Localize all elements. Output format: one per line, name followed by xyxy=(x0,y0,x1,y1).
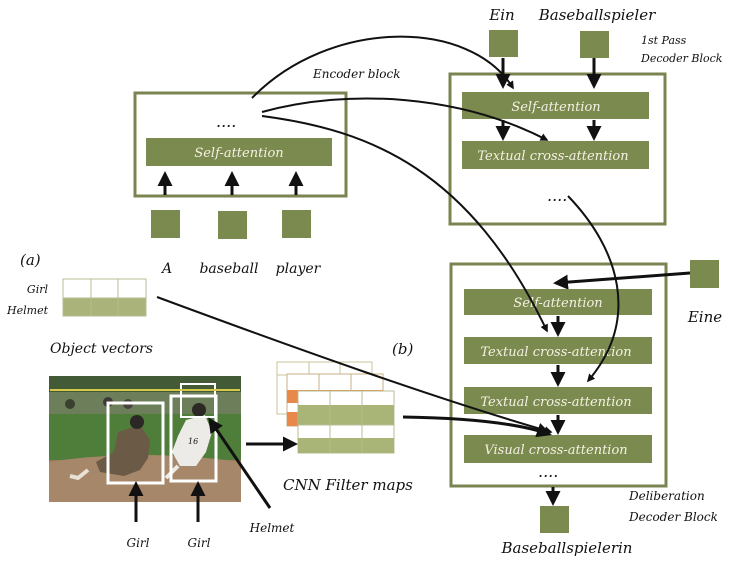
input-baseballspieler-label: Baseballspieler xyxy=(538,6,656,24)
input-eine-label: Eine xyxy=(687,308,722,326)
encoder-to-deliberation-tca-curve xyxy=(261,115,548,333)
deliberation-self-attention-label: Self-attention xyxy=(513,296,602,311)
helmet-pointer xyxy=(208,417,272,509)
deliberation-title-line2: Decoder Block xyxy=(628,510,718,524)
encoder-to-first-pass-tca-curve xyxy=(261,97,549,141)
encoder-self-attention-label: Self-attention xyxy=(194,146,283,161)
marker-b: (b) xyxy=(392,340,413,358)
baseball-photo: 16 xyxy=(49,376,241,502)
jersey-number: 16 xyxy=(188,437,198,446)
object-vectors-group: (a) Girl Helmet Object vectors xyxy=(6,251,153,357)
token-baseball-label: baseball xyxy=(199,261,258,277)
connections xyxy=(156,35,620,438)
object-vector-girl xyxy=(62,278,147,299)
token-a xyxy=(151,210,180,238)
token-a-label: A xyxy=(160,261,172,277)
deliberation-textual-cross-attention-2-label: Textual cross-attention xyxy=(480,395,631,410)
deliberation-textual-cross-attention-2-box xyxy=(464,387,652,414)
object-vector-helmet xyxy=(62,297,147,317)
deliberation-decoder-group: Eine Self-attention Textual cross-attent… xyxy=(449,260,722,557)
first-pass-to-deliberation-curve xyxy=(567,195,620,383)
cnn-caption: CNN Filter maps xyxy=(283,476,413,494)
filter-map-front xyxy=(297,390,395,454)
object-row-helmet-label: Helmet xyxy=(6,304,49,317)
token-baseballspieler xyxy=(580,31,609,58)
spectator-shape xyxy=(65,399,75,409)
first-pass-title-line2: Decoder Block xyxy=(640,52,723,65)
player-left-leg-shape xyxy=(69,468,90,481)
token-baseball xyxy=(218,211,247,239)
marker-a: (a) xyxy=(20,251,41,269)
photo-fence xyxy=(49,376,241,392)
deliberation-self-attention-box xyxy=(464,289,652,315)
first-pass-textual-cross-attention-box xyxy=(462,141,649,169)
first-pass-self-attention-box xyxy=(462,92,649,119)
girl-right-label: Girl xyxy=(188,536,211,550)
token-eine xyxy=(690,260,719,288)
eine-arrow xyxy=(553,271,691,290)
object-row-girl-label: Girl xyxy=(27,283,49,296)
encoder-title: Encoder block xyxy=(312,67,401,81)
first-pass-self-attention-label: Self-attention xyxy=(511,100,600,115)
encoder-dots: .... xyxy=(216,112,236,131)
encoder-to-first-pass-curve xyxy=(251,35,514,99)
encoder-group: Encoder block .... Self-attention A base… xyxy=(133,67,401,277)
input-ein-label: Ein xyxy=(488,6,514,24)
token-player-label: player xyxy=(276,261,322,277)
photo-labels: Girl Girl Helmet xyxy=(127,417,295,550)
cnn-filter-maps-group: (b) CNN Filter maps xyxy=(246,340,413,494)
cnn-to-visual-arrow xyxy=(402,415,552,438)
object-vectors-caption: Object vectors xyxy=(50,341,153,357)
player-right-helmet-shape xyxy=(192,403,206,417)
deliberation-textual-cross-attention-1-label: Textual cross-attention xyxy=(480,345,631,360)
helmet-label: Helmet xyxy=(249,521,295,535)
token-ein xyxy=(489,30,518,57)
deliberation-visual-cross-attention-box xyxy=(464,435,652,463)
first-pass-dots: .... xyxy=(547,186,567,205)
first-pass-title-line1: 1st Pass xyxy=(641,34,687,47)
first-pass-textual-cross-attention-label: Textual cross-attention xyxy=(477,149,628,164)
deliberation-title-line1: Deliberation xyxy=(628,489,705,503)
deliberation-visual-cross-attention-label: Visual cross-attention xyxy=(484,443,627,458)
first-pass-decoder-group: Ein Baseballspieler 1st Pass Decoder Blo… xyxy=(448,6,723,226)
encoder-self-attention-box xyxy=(146,138,332,166)
girl-left-label: Girl xyxy=(127,536,150,550)
deliberation-dots: .... xyxy=(538,462,558,481)
object-vectors-to-visual-curve xyxy=(156,296,553,435)
token-baseballspielerin xyxy=(540,506,569,533)
bbox-helmet xyxy=(180,383,216,418)
player-left-helmet-shape xyxy=(130,415,144,429)
output-baseballspielerin-label: Baseballspielerin xyxy=(501,539,633,557)
player-right-shape xyxy=(172,415,212,466)
token-player xyxy=(282,210,311,238)
deliberation-textual-cross-attention-1-box xyxy=(464,337,652,364)
